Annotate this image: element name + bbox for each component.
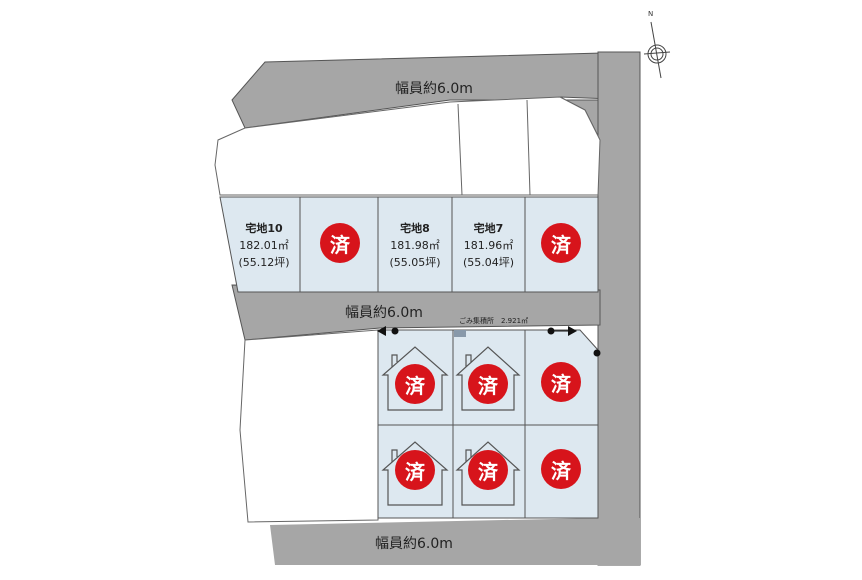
lot-8 [377,196,453,293]
lot-lower-white [239,329,379,523]
lot-10-label: 宅地10 182.01㎡ (55.12坪) [228,220,300,271]
garbage-station-area [454,330,466,337]
lot-7 [451,196,526,293]
sold-badge: 済 [395,364,435,404]
road-width-middle: 幅員約6.0m [345,305,423,321]
sold-badge: 済 [468,364,508,404]
lot-8-label: 宅地8 181.98㎡ (55.05坪) [378,220,452,271]
lot-name: 宅地8 [400,222,430,235]
lot-name: 宅地7 [473,222,504,235]
road-bottom [270,518,640,565]
north-label: N [648,10,654,18]
sold-badge: 済 [468,450,508,490]
compass-icon [643,21,671,79]
lot-upper-white [214,96,601,196]
lot-area: 182.01㎡ [239,239,289,252]
lot-area: 181.96㎡ [463,239,514,252]
lot-tsubo: (55.05坪) [389,256,441,269]
lot-name: 宅地10 [245,222,283,235]
sold-badge: 済 [395,450,435,490]
sold-badge: 済 [541,223,581,263]
sold-badge: 済 [541,362,581,402]
garbage-station-label: ごみ集積所 2.921㎡ [459,317,529,325]
road-width-bottom: 幅員約6.0m [375,536,453,552]
sold-badge: 済 [541,449,581,489]
lot-tsubo: (55.12坪) [238,256,290,269]
lot-7-label: 宅地7 181.96㎡ (55.04坪) [452,220,525,271]
lot-tsubo: (55.04坪) [462,256,515,269]
house-icon [455,346,521,411]
house-icon [455,441,521,506]
sold-badge: 済 [320,223,360,263]
house-icon [381,441,449,506]
lot-area: 181.98㎡ [390,239,440,252]
house-icon [381,346,449,411]
road-width-top: 幅員約6.0m [395,81,473,97]
road-right [597,51,641,566]
